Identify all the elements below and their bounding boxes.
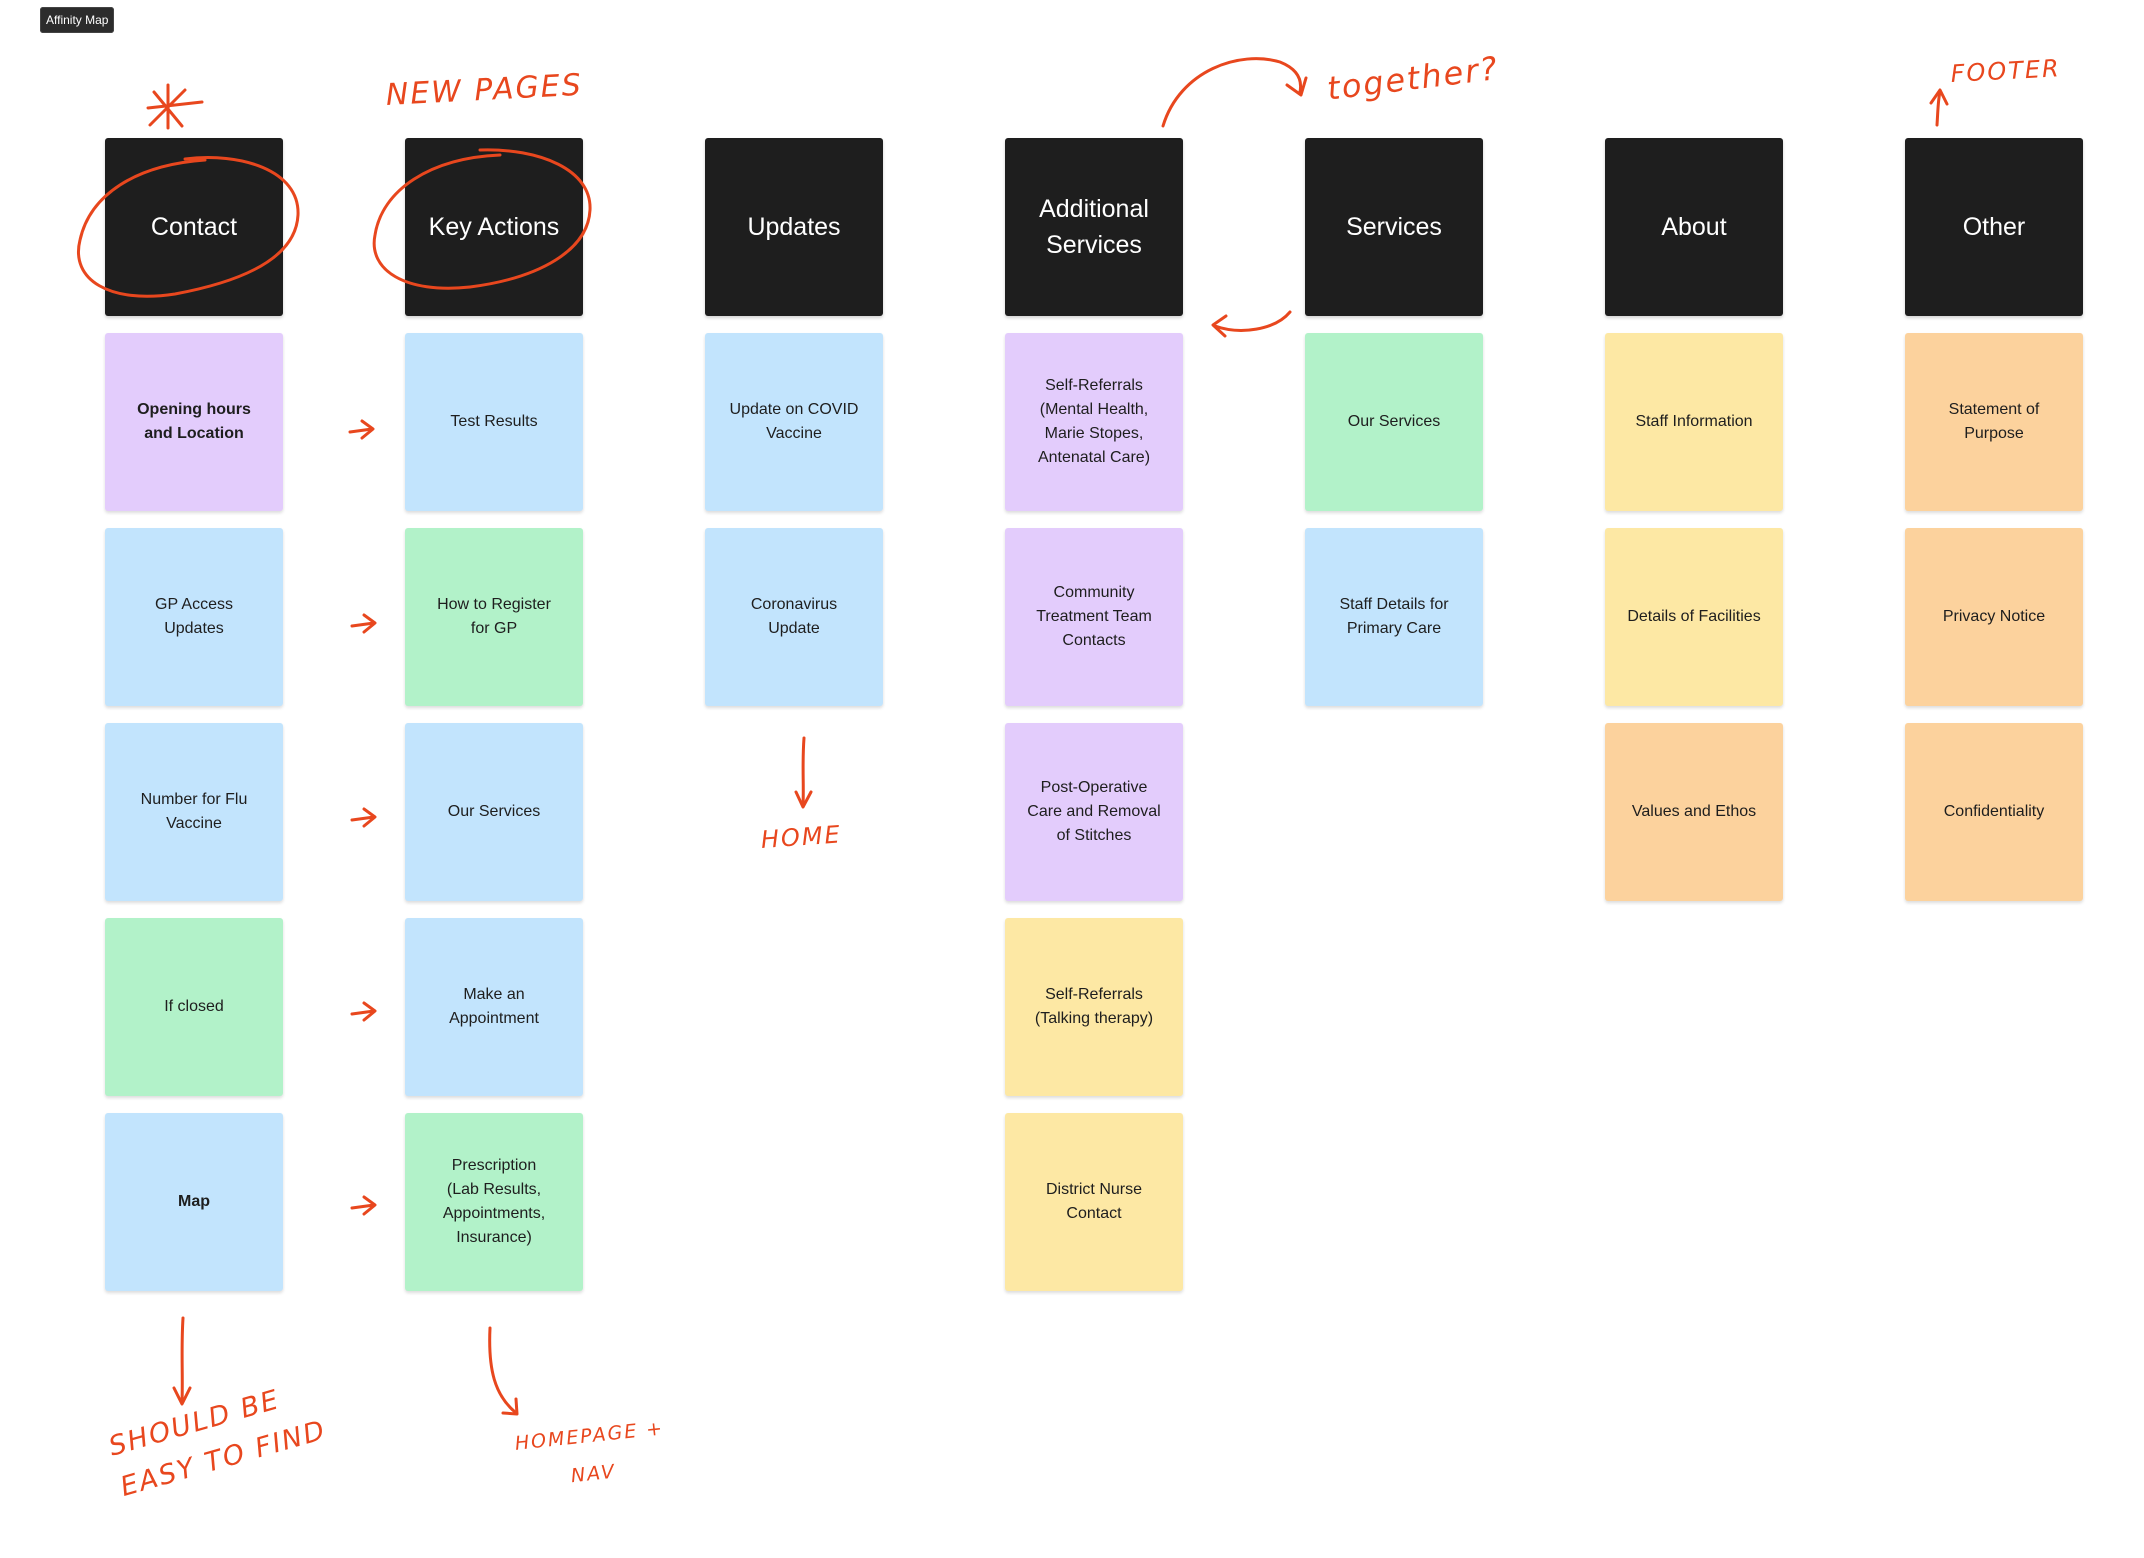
star-mark[interactable]	[146, 83, 204, 130]
annotation-homepage-nav[interactable]: HOMEPAGE + NAV	[513, 1417, 666, 1488]
header-key-actions[interactable]: Key Actions	[405, 138, 583, 316]
sticky-note-statement-purpose[interactable]: Statement of Purpose	[1905, 333, 2083, 511]
arrow-row-1[interactable]	[348, 419, 375, 440]
sticky-note-self-referrals-talking[interactable]: Self-Referrals (Talking therapy)	[1005, 918, 1183, 1096]
sticky-note-services-our-services[interactable]: Our Services	[1305, 333, 1483, 511]
annotation-new-pages[interactable]: NEW PAGES	[385, 67, 584, 113]
arrow-down-key-actions[interactable]	[488, 1326, 519, 1416]
arrow-row-4[interactable]	[350, 1001, 377, 1022]
header-additional-services[interactable]: Additional Services	[1005, 138, 1183, 316]
sticky-note-post-operative-care[interactable]: Post-Operative Care and Removal of Stitc…	[1005, 723, 1183, 901]
arrow-down-contact[interactable]	[172, 1316, 192, 1406]
header-updates[interactable]: Updates	[705, 138, 883, 316]
sticky-note-community-treatment[interactable]: Community Treatment Team Contacts	[1005, 528, 1183, 706]
arrow-row-5[interactable]	[350, 1195, 377, 1216]
sticky-note-opening-hours[interactable]: Opening hours and Location	[105, 333, 283, 511]
sticky-note-map[interactable]: Map	[105, 1113, 283, 1291]
arrow-down-updates[interactable]	[794, 736, 813, 809]
sticky-note-values-ethos[interactable]: Values and Ethos	[1605, 723, 1783, 901]
sticky-note-self-referrals-mental-health[interactable]: Self-Referrals (Mental Health, Marie Sto…	[1005, 333, 1183, 511]
annotation-footer[interactable]: FOOTER	[1950, 54, 2062, 88]
header-about[interactable]: About	[1605, 138, 1783, 316]
annotation-together[interactable]: together?	[1325, 48, 1502, 108]
sticky-note-confidentiality[interactable]: Confidentiality	[1905, 723, 2083, 901]
arrow-row-2[interactable]	[350, 613, 377, 634]
sticky-note-privacy-notice[interactable]: Privacy Notice	[1905, 528, 2083, 706]
sticky-note-flu-vaccine-number[interactable]: Number for Flu Vaccine	[105, 723, 283, 901]
sticky-note-register-gp[interactable]: How to Register for GP	[405, 528, 583, 706]
sticky-note-gp-access-updates[interactable]: GP Access Updates	[105, 528, 283, 706]
arrow-row-3[interactable]	[350, 807, 377, 828]
sticky-note-test-results[interactable]: Test Results	[405, 333, 583, 511]
header-other[interactable]: Other	[1905, 138, 2083, 316]
annotation-home[interactable]: HOME	[760, 820, 843, 854]
sticky-note-staff-information[interactable]: Staff Information	[1605, 333, 1783, 511]
frame-label[interactable]: Affinity Map	[40, 7, 115, 33]
arrow-curve-back[interactable]	[1211, 310, 1292, 338]
sticky-note-staff-details[interactable]: Staff Details for Primary Care	[1305, 528, 1483, 706]
arrow-up-footer[interactable]	[1929, 88, 1949, 127]
sticky-note-make-appointment[interactable]: Make an Appointment	[405, 918, 583, 1096]
sticky-note-details-facilities[interactable]: Details of Facilities	[1605, 528, 1783, 706]
sticky-note-coronavirus-update[interactable]: Coronavirus Update	[705, 528, 883, 706]
annotation-easy-to-find[interactable]: SHOULD BE EASY TO FIND	[105, 1384, 330, 1503]
sticky-note-our-services[interactable]: Our Services	[405, 723, 583, 901]
header-contact[interactable]: Contact	[105, 138, 283, 316]
sticky-note-prescription[interactable]: Prescription (Lab Results, Appointments,…	[405, 1113, 583, 1291]
sticky-note-covid-vaccine-update[interactable]: Update on COVID Vaccine	[705, 333, 883, 511]
arrow-curve-to-services[interactable]	[1161, 57, 1308, 128]
sticky-note-district-nurse[interactable]: District Nurse Contact	[1005, 1113, 1183, 1291]
header-services[interactable]: Services	[1305, 138, 1483, 316]
sticky-note-if-closed[interactable]: If closed	[105, 918, 283, 1096]
